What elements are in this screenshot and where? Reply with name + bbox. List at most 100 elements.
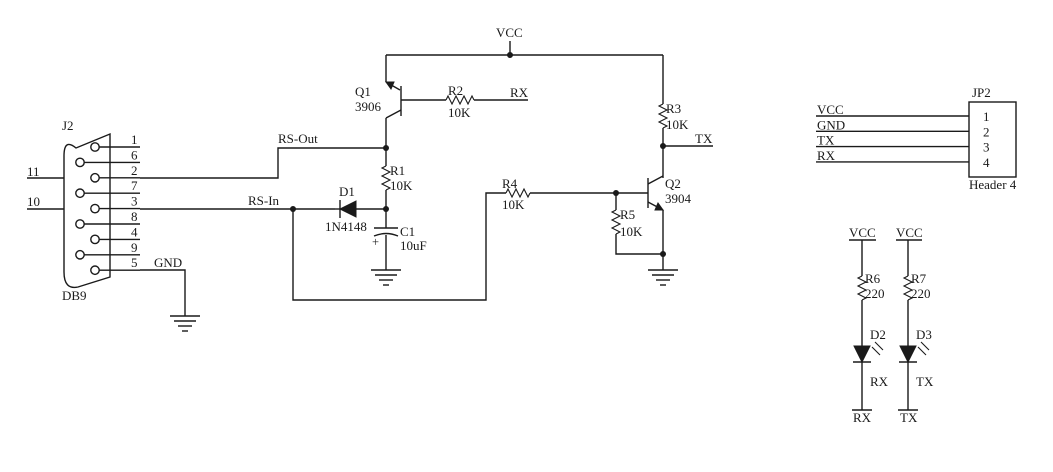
jp2-body [968,101,1017,178]
db9-pin-7: 7 [75,178,140,199]
external-pin-11: 11 [27,164,40,179]
c1-polarity: + [372,235,379,249]
db9-pin-5: 5 [90,255,140,276]
gnd-net-label: GND [154,255,182,270]
jp2-pin-number: 2 [983,124,990,139]
db9-pin-contact [75,249,85,260]
jp2-pin-number: 3 [983,140,990,155]
db9-pin-contact [90,172,100,183]
db9-pin-number: 2 [131,163,138,178]
db9-pin-2: 2 [90,163,140,183]
db9-pin-number: 8 [131,209,138,224]
r2-value: 10K [448,105,471,120]
resistor-r1 [380,165,392,191]
rs-in-loop-wire [292,192,506,301]
q2-emitter-junction [660,251,666,257]
jp2-net-label: VCC [817,102,844,117]
db9-pin-contact [75,219,85,229]
jp2-row-4: RX 4 [816,148,990,170]
q1-ref: Q1 [355,84,371,99]
jp2-row-3: TX 3 [816,133,990,155]
resistor-r6 [856,275,868,301]
db9-pin-number: 7 [131,178,138,193]
d3-ref: D3 [916,327,932,342]
vcc-label-top: VCC [496,25,523,40]
q2-ref: Q2 [665,176,681,191]
vcc-junction [507,52,513,58]
r1-ref: R1 [390,163,405,178]
c1-plate-bottom [373,232,399,237]
db9-pin-number: 4 [131,224,138,239]
db9-pin-contact [75,157,85,168]
db9-pin-contact [75,188,85,199]
jp2-pin-number: 1 [983,109,990,124]
db9-pin-contact [90,265,100,276]
db9-shell [63,132,111,289]
rx-net-label: RX [510,85,529,100]
db9-name: DB9 [62,288,87,303]
led-d3-emission-1 [917,346,927,356]
resistor-r2 [445,94,475,106]
db9-pin-number: 6 [131,147,138,162]
db9-pin-contact [90,203,100,214]
ground-symbol-db9 [170,315,200,332]
q2-emitter-arrow [654,201,664,211]
db9-pin-9: 9 [75,240,140,260]
jp2-name: Header 4 [969,177,1017,192]
led-rx-branch: VCC R6 220 D2 RX RX [849,225,889,425]
r5-value: 10K [620,224,643,239]
capacitor-c1: + C1 10uF [372,224,427,270]
transistor-q1: Q1 3906 [355,55,402,148]
jp2-pin-number: 4 [983,155,990,170]
rs-in-label: RS-In [248,193,280,208]
r4-ref: R4 [502,176,518,191]
q1-collector [385,109,402,119]
db9-pin-1: 1 [90,132,140,152]
jp2-row-1: VCC 1 [816,102,990,124]
led-d2-emission-2 [874,341,884,351]
vcc-label-rx-led: VCC [849,225,876,240]
resistor-r7 [902,275,914,301]
q2-value: 3904 [665,191,692,206]
r7-value: 220 [911,286,931,301]
resistor-r3 [657,103,669,129]
rs-out-wire [140,147,386,179]
db9-pin-number: 3 [131,194,138,209]
r4-value: 10K [502,197,525,212]
jp2-ref: JP2 [972,85,991,100]
d1-ref: D1 [339,184,355,199]
external-pin-10: 10 [27,194,40,209]
gnd-wire [140,269,186,316]
c1-ref: C1 [400,224,415,239]
db9-pin-4: 4 [90,224,140,245]
jp2-net-label: TX [817,133,835,148]
resistor-r4 [505,187,531,199]
q2-collector [647,175,664,185]
r7-ref: R7 [911,271,927,286]
ground-symbol-q2 [648,269,678,286]
jp2-net-label: RX [817,148,836,163]
led-tx-branch: VCC R7 220 D3 TX TX [896,225,934,425]
db9-pin-number: 5 [131,255,138,270]
r5-ref: R5 [620,207,635,222]
diode-d1: D1 1N4148 [325,184,386,234]
r6-value: 220 [865,286,885,301]
r3-value: 10K [666,117,689,132]
rx-net-led: RX [853,410,872,425]
d3-label: TX [916,374,934,389]
vcc-label-tx-led: VCC [896,225,923,240]
db9-pin-3: 3 [90,194,140,214]
r5-bottom-wire [615,234,663,255]
resistor-r5 [610,209,622,235]
c1-value: 10uF [400,238,427,253]
d1-value: 1N4148 [325,219,367,234]
d2-label: RX [870,374,889,389]
r2-ref: R2 [448,83,463,98]
r1-value: 10K [390,178,413,193]
ground-symbol-c1 [371,269,401,286]
led-d3-emission-2 [920,341,930,351]
